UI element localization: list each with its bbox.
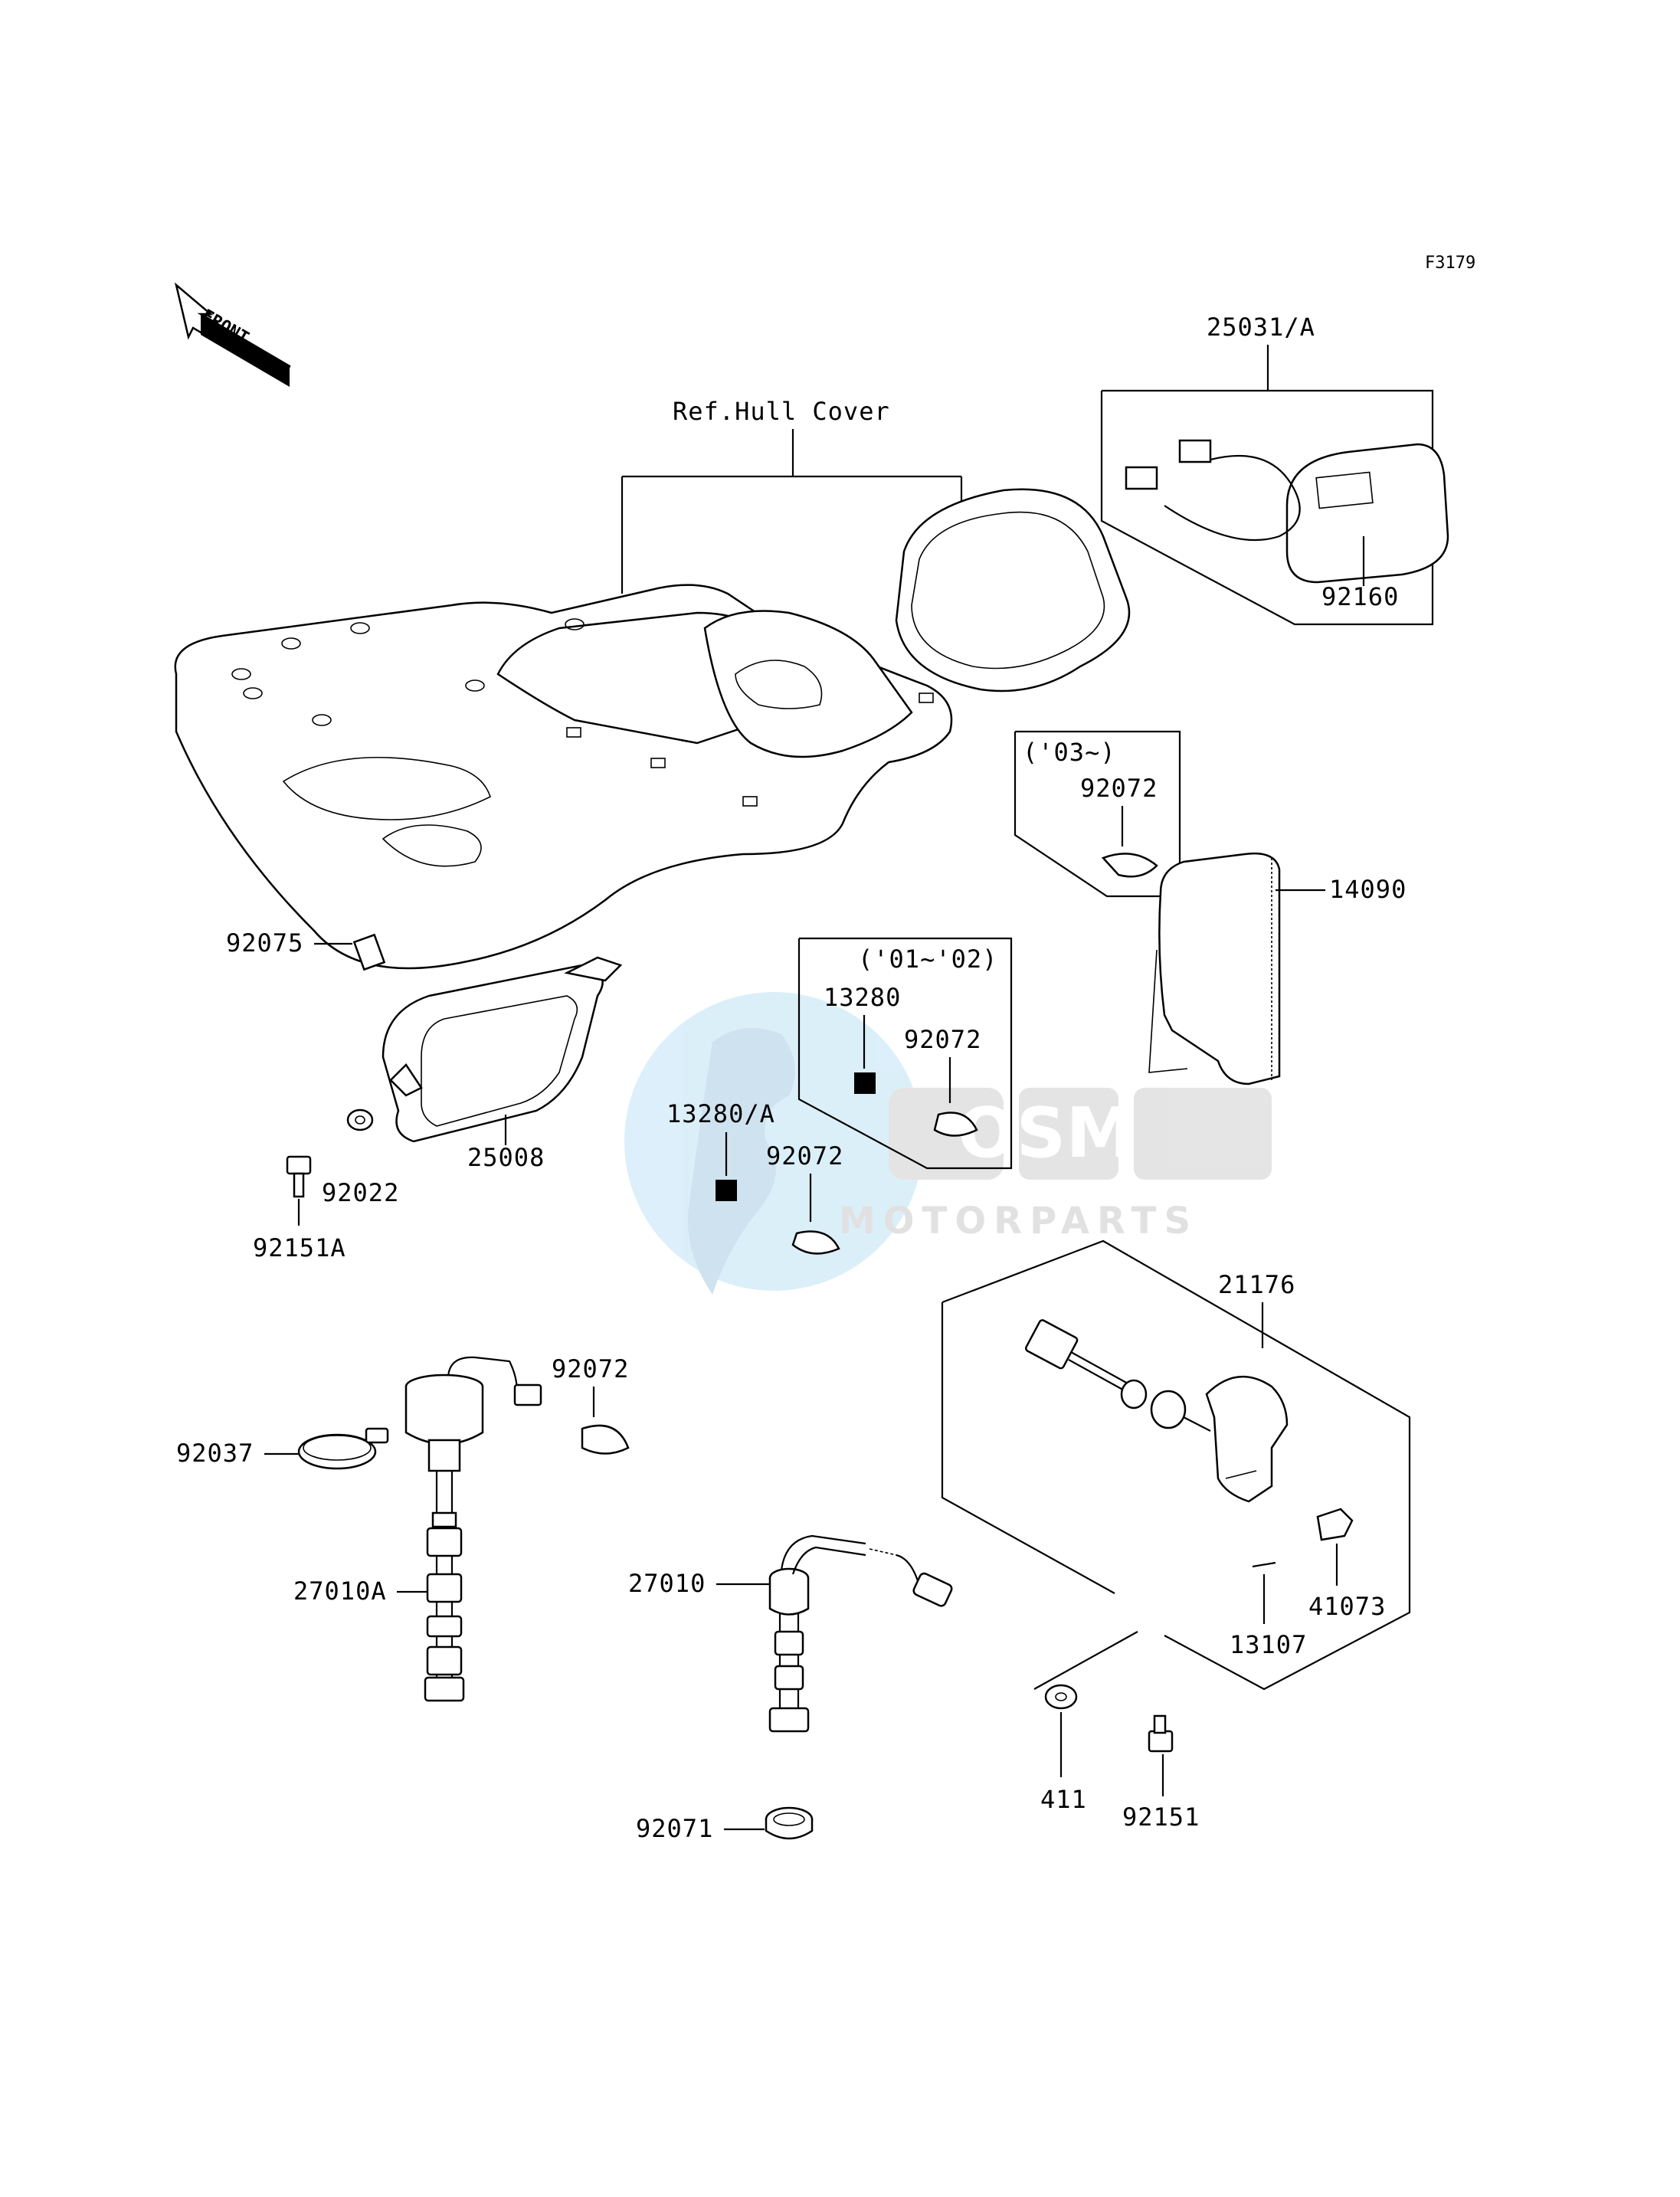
clip-41073-drawing <box>1316 1508 1354 1541</box>
washer-92022-hole <box>355 1115 365 1125</box>
group-03-frame <box>1014 730 1181 898</box>
clip-92072-d <box>581 1424 630 1455</box>
callout-25008: 25008 <box>467 1143 545 1172</box>
front-arrow-icon: FRONT <box>174 282 291 387</box>
hull-cover-drawing <box>174 584 953 970</box>
watermark-letter-m <box>1134 1088 1272 1180</box>
callout-14090: 14090 <box>1329 875 1407 904</box>
washer-92022 <box>346 1108 374 1131</box>
callout-21176: 21176 <box>1218 1270 1295 1299</box>
part-13107 <box>1252 1561 1276 1568</box>
callout-92071: 92071 <box>636 1814 713 1843</box>
bolt-92151-drawing <box>1148 1714 1174 1753</box>
callout-13280A: 13280/A <box>666 1099 775 1128</box>
clamp-92037-drawing <box>297 1427 389 1470</box>
callout-13280: 13280 <box>824 983 901 1012</box>
date-note-01-02: ('01~'02) <box>858 945 997 974</box>
watermark-letter-s <box>1019 1088 1118 1180</box>
date-note-03: ('03~) <box>1023 738 1116 767</box>
clip-92072-a <box>1101 853 1158 878</box>
callout-92151: 92151 <box>1122 1802 1200 1832</box>
meter-cover-drawing <box>895 488 1131 692</box>
watermark-sub: MOTORPARTS <box>839 1200 1198 1243</box>
bolt-92151A-drawing <box>286 1155 312 1198</box>
washer-411-hole <box>1055 1692 1067 1701</box>
group-21176-frame <box>941 1239 1411 1691</box>
switch-assembly-drawing <box>1024 1319 1289 1503</box>
callout-92160: 92160 <box>1321 582 1399 611</box>
label-13280 <box>854 1072 876 1094</box>
washer-411 <box>1044 1684 1078 1710</box>
callout-411: 411 <box>1040 1785 1087 1814</box>
watermark-globe <box>624 992 923 1291</box>
callout-92037: 92037 <box>176 1439 254 1468</box>
watermark-brand: OSM <box>958 1093 1135 1174</box>
callout-92072-c: 92072 <box>766 1141 843 1171</box>
callout-92075: 92075 <box>226 928 303 958</box>
bracket-25008-drawing <box>382 956 623 1143</box>
part-92075 <box>352 933 386 971</box>
grommet-92071-drawing <box>765 1806 814 1840</box>
figure-code: F3179 <box>1425 254 1475 273</box>
label-13280A <box>716 1180 737 1201</box>
callout-92072-d: 92072 <box>552 1354 629 1383</box>
callout-92072-b: 92072 <box>904 1025 981 1054</box>
clip-92072-b <box>933 1112 978 1137</box>
meter-assembly-drawing <box>1125 439 1449 584</box>
group-25031A-frame <box>1100 345 1434 626</box>
cover-14090-drawing <box>1148 852 1281 1085</box>
callout-25031A: 25031/A <box>1207 313 1315 342</box>
sensor-27010A-drawing <box>404 1356 542 1702</box>
callout-92151A: 92151A <box>253 1233 346 1262</box>
clip-92072-c <box>791 1230 840 1255</box>
callout-92072-a: 92072 <box>1080 774 1158 803</box>
callout-92022: 92022 <box>322 1178 399 1207</box>
callout-27010A: 27010A <box>293 1577 387 1606</box>
sensor-27010-drawing <box>768 1534 953 1733</box>
watermark-continents <box>688 1028 795 1295</box>
group-01-02-frame <box>797 937 1013 1170</box>
watermark-logo: OSM MOTORPARTS <box>624 992 1272 1295</box>
callout-13107: 13107 <box>1230 1630 1307 1659</box>
callout-27010: 27010 <box>628 1569 706 1598</box>
callout-41073: 41073 <box>1308 1592 1386 1621</box>
ref-hull-cover-label: Ref.Hull Cover <box>673 397 890 426</box>
